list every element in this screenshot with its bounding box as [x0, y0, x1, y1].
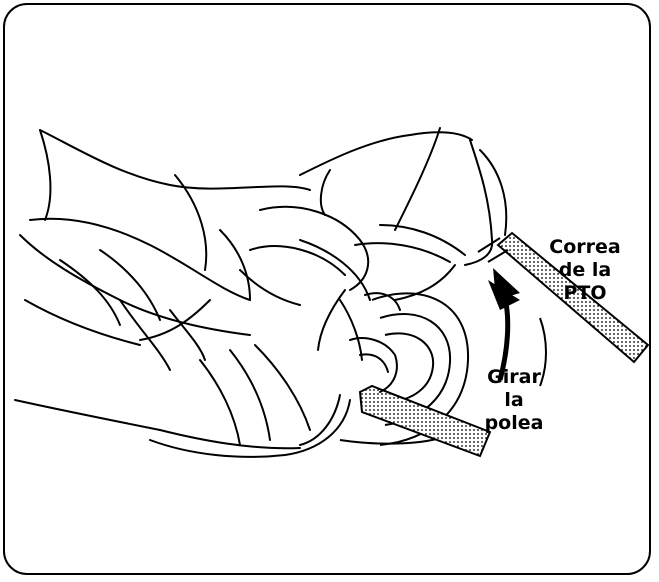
pto-belt-label-line-2: de la	[540, 259, 630, 282]
pto-belt-label: Correa de la PTO	[540, 236, 630, 305]
hand-icon	[15, 128, 506, 457]
pto-belt-label-line-1: Correa	[540, 236, 630, 259]
pto-belt-lower-icon	[360, 386, 490, 456]
pto-belt-label-line-3: PTO	[540, 282, 630, 305]
rotate-pulley-label-line-1: Girar	[474, 366, 554, 389]
rotate-pulley-label-line-3: polea	[474, 412, 554, 435]
rotate-pulley-label-line-2: la	[474, 389, 554, 412]
rotate-pulley-label: Girar la polea	[474, 366, 554, 435]
